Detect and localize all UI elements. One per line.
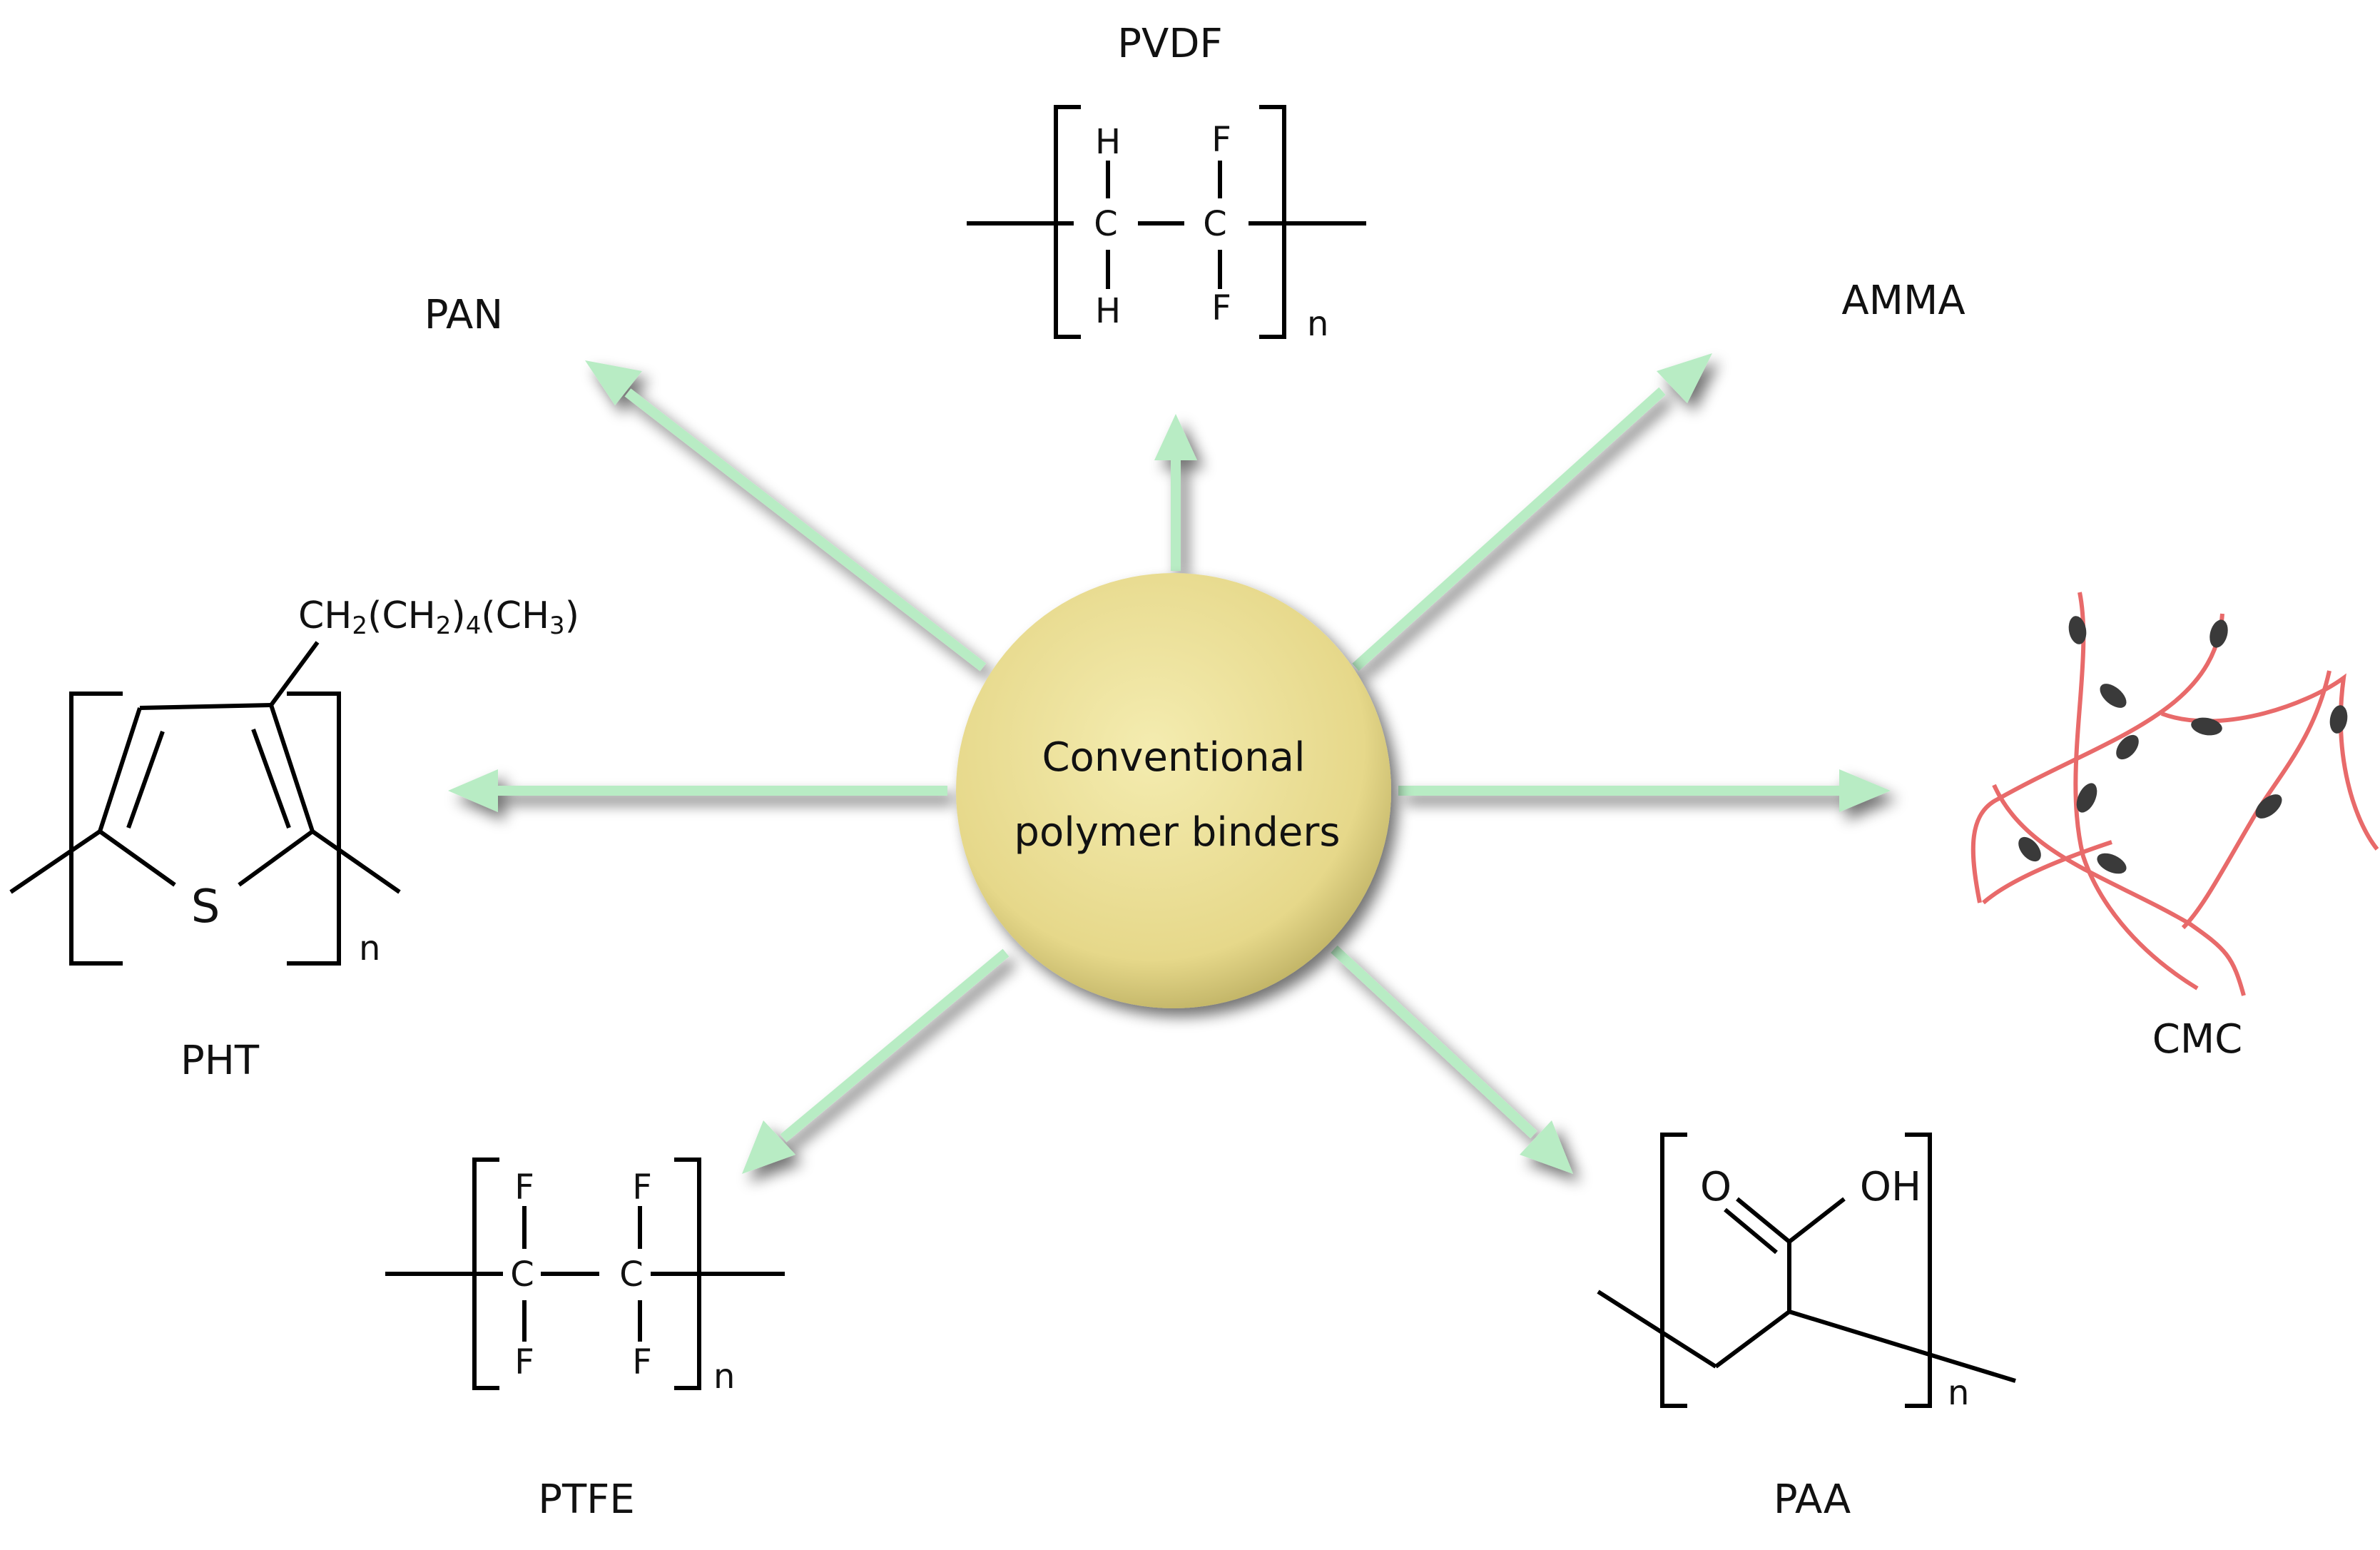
- pvdf-atom-f-top: F: [1211, 120, 1231, 160]
- center-line-2: polymer binders: [1014, 809, 1340, 856]
- arrow-to-pvdf: [1154, 414, 1197, 571]
- center-node: Conventional polymer binders: [956, 573, 1391, 1008]
- amma-label: AMMA: [1841, 278, 1965, 324]
- ptfe-atom-f1: F: [514, 1167, 534, 1207]
- arrow-to-amma: [1352, 353, 1712, 672]
- pht-structure: CH2(CH2)4(CH3) S n PHT: [9, 594, 579, 1084]
- pvdf-label: PVDF: [1117, 21, 1222, 67]
- arrow-to-ptfe: [742, 948, 1010, 1174]
- pvdf-atom-h-bottom: H: [1095, 291, 1121, 331]
- ptfe-atom-f4: F: [632, 1342, 652, 1382]
- pvdf-atom-f-bottom: F: [1211, 288, 1231, 328]
- ptfe-atom-f3: F: [632, 1167, 652, 1207]
- pvdf-atom-c1: C: [1094, 204, 1118, 244]
- pht-atom-s: S: [191, 881, 220, 933]
- cmc-label: CMC: [2152, 1016, 2243, 1063]
- pvdf-repeat-n: n: [1307, 304, 1328, 344]
- cmc-network: CMC: [1970, 592, 2379, 1063]
- cmc-bead: [2097, 853, 2127, 874]
- cmc-bead: [2209, 619, 2228, 648]
- cmc-bead: [2329, 705, 2348, 734]
- ptfe-atom-c1: C: [510, 1255, 534, 1295]
- ptfe-atom-c2: C: [619, 1255, 644, 1295]
- paa-atom-oh: OH: [1860, 1164, 1921, 1210]
- cmc-bead: [2018, 836, 2041, 862]
- arrow-to-cmc: [1398, 769, 1891, 812]
- paa-label: PAA: [1774, 1476, 1851, 1523]
- pan-label: PAN: [424, 292, 503, 338]
- cmc-bead: [2076, 783, 2097, 813]
- arrow-to-pht: [448, 769, 947, 812]
- cmc-bead: [2255, 794, 2282, 819]
- ptfe-label: PTFE: [538, 1476, 635, 1523]
- paa-atom-o: O: [1700, 1164, 1731, 1210]
- pht-label: PHT: [180, 1038, 260, 1084]
- pvdf-atom-h-top: H: [1095, 122, 1121, 162]
- ptfe-structure: F C F F C F n PTFE: [385, 1158, 785, 1523]
- cmc-bead: [2100, 684, 2127, 708]
- paa-repeat-n: n: [1948, 1373, 1969, 1413]
- arrow-to-pan: [585, 360, 987, 672]
- pvdf-atom-c2: C: [1203, 204, 1227, 244]
- cmc-bead: [2191, 717, 2222, 736]
- cmc-bead: [2116, 734, 2139, 760]
- pht-repeat-n: n: [359, 928, 380, 968]
- pvdf-structure: PVDF H C H F C F n: [967, 21, 1366, 344]
- arrow-to-paa: [1331, 945, 1573, 1174]
- ptfe-atom-f2: F: [514, 1342, 534, 1382]
- ptfe-repeat-n: n: [713, 1357, 735, 1397]
- center-line-1: Conventional: [1042, 734, 1305, 781]
- paa-structure: O OH n PAA: [1597, 1133, 2016, 1523]
- pht-substituent: CH2(CH2)4(CH3): [298, 594, 579, 640]
- cmc-bead: [2068, 616, 2087, 644]
- arrows: [448, 353, 1891, 1174]
